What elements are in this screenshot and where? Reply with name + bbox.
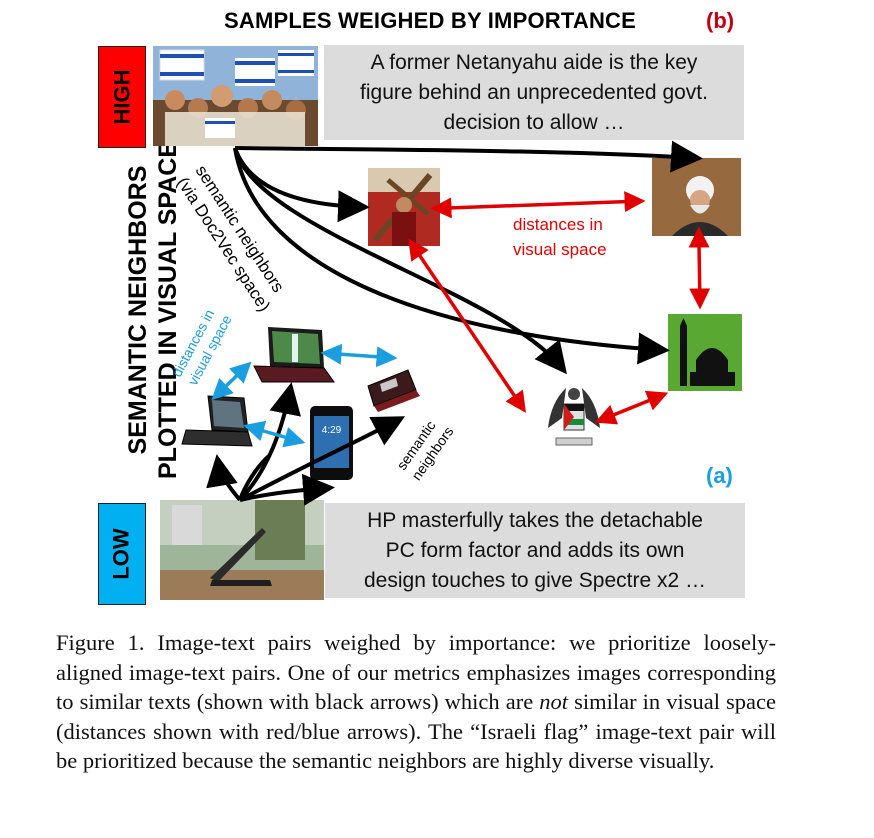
figure-caption: Figure 1. Image-text pairs weighed by im…: [56, 630, 776, 774]
high-text-box: A former Netanyahu aide is the key figur…: [324, 45, 744, 140]
svg-text:4:29: 4:29: [322, 425, 342, 436]
detachable-pc-image: [160, 500, 324, 600]
semantic-neighbors-bottom-label: semantic neighbors: [393, 418, 456, 483]
high-label: HIGH: [98, 46, 146, 148]
svg-text:visual space: visual space: [513, 240, 607, 259]
smartphone-image: 4:29: [310, 406, 353, 480]
procession-cross-image: [368, 168, 440, 246]
low-text-box: HP masterfully takes the detachable PC f…: [325, 503, 745, 598]
semantic-arrows-high: [233, 140, 703, 375]
visual-distance-arrows-red: [408, 191, 711, 425]
semantic-neighbors-top-label: semantic neighbors (via Doc2Vec space): [173, 162, 288, 315]
laptop-red-image: [367, 369, 420, 412]
figure-illustration: 4:29: [153, 46, 742, 600]
panel-a-label: (a): [706, 463, 733, 488]
distances-red-label: distances in visual space: [513, 215, 607, 259]
panel-b-label: (b): [706, 8, 735, 33]
laptop-waterfall-image: [253, 327, 335, 383]
figure-title: SAMPLES WEIGHED BY IMPORTANCE: [223, 8, 637, 33]
mosque-silhouette-image: [668, 314, 742, 391]
visual-distance-arrows-blue: [211, 343, 398, 448]
laptop-black-image: [181, 395, 253, 447]
cleric-portrait-image: [652, 158, 741, 236]
palestinian-emblem-image: [548, 388, 600, 446]
low-label: LOW: [98, 503, 146, 605]
svg-text:distances in: distances in: [513, 215, 603, 234]
semantic-arrows-low: [206, 382, 406, 506]
distances-blue-label: distances in visual space: [169, 307, 235, 388]
israeli-flags-crowd-image: [153, 46, 318, 146]
